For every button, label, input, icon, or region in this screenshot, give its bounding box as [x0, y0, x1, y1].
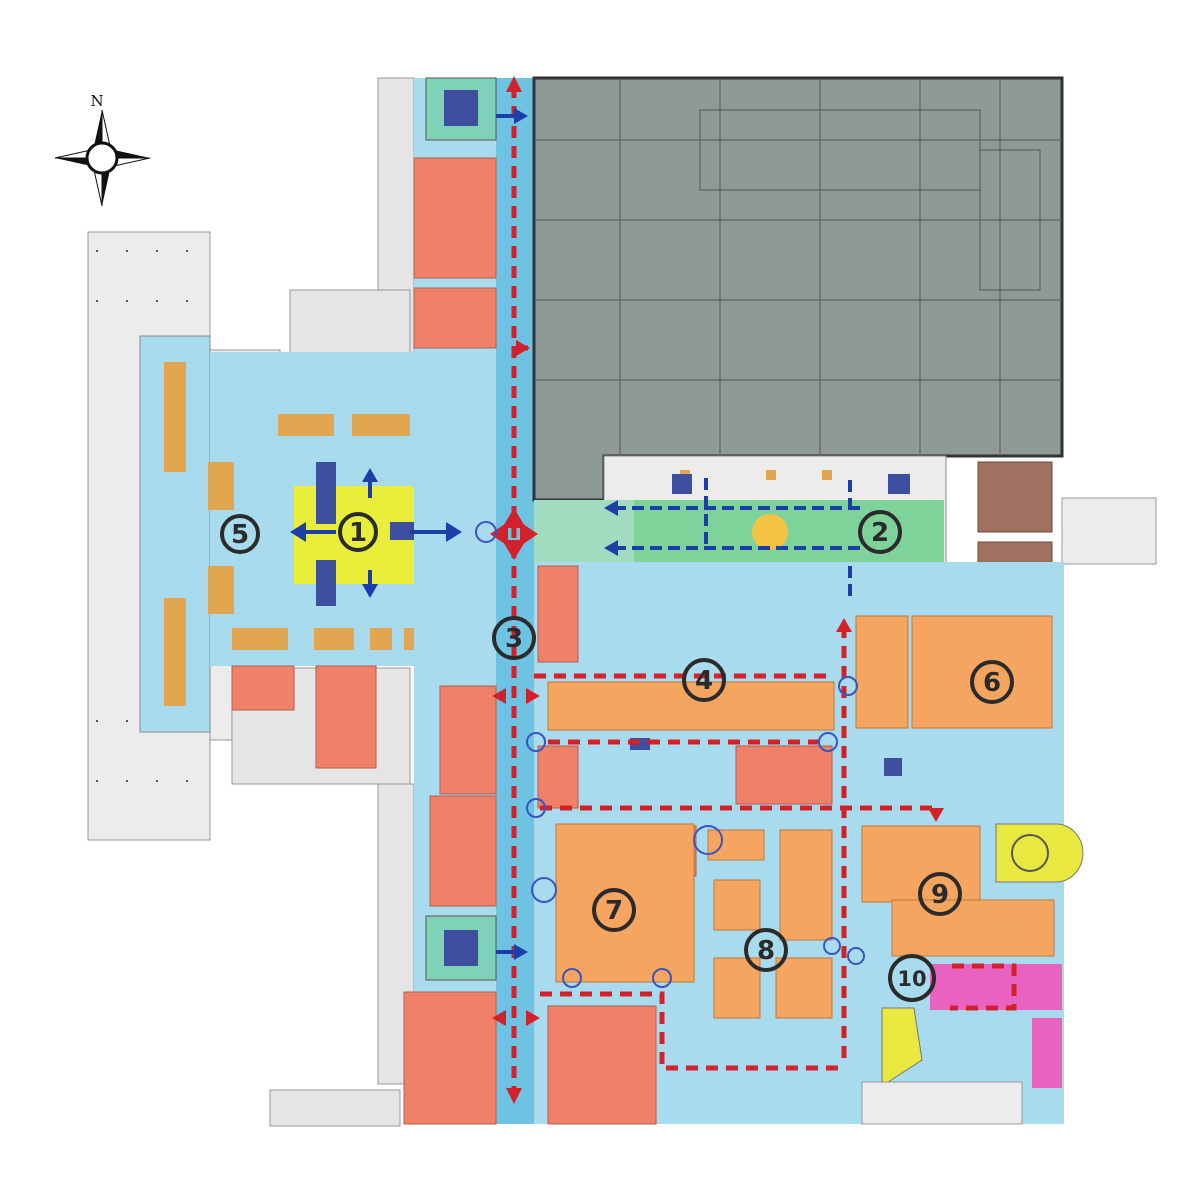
- anchor-store: [532, 76, 1064, 502]
- compass-north-label: N: [90, 92, 103, 110]
- blue-arrows: [290, 108, 618, 960]
- svg-text:4: 4: [695, 666, 713, 696]
- zone-label-1[interactable]: 1: [338, 512, 378, 552]
- escalator-hub-south: [425, 915, 497, 981]
- zone-label-5[interactable]: 5: [220, 514, 260, 554]
- zone-label-10[interactable]: 10: [888, 954, 936, 1002]
- svg-text:5: 5: [231, 520, 249, 550]
- zone-label-3[interactable]: 3: [492, 616, 536, 660]
- south-retail: [534, 562, 1084, 1125]
- atrium-escalators: [316, 462, 414, 606]
- blue-arrow-shafts: [300, 114, 518, 954]
- compass-rose: N: [54, 92, 151, 207]
- svg-text:7: 7: [605, 896, 623, 926]
- zone-label-2[interactable]: 2: [858, 510, 902, 554]
- route-nodes: [475, 521, 865, 988]
- svg-text:1: 1: [349, 518, 367, 548]
- zone-label-7[interactable]: 7: [592, 888, 636, 932]
- svg-text:3: 3: [505, 624, 523, 654]
- svg-text:6: 6: [983, 668, 1001, 698]
- svg-text:2: 2: [871, 518, 889, 548]
- svg-text:10: 10: [897, 967, 926, 991]
- escalator-hub-north: [425, 77, 497, 141]
- svg-text:9: 9: [931, 880, 949, 910]
- zone-label-8[interactable]: 8: [744, 928, 788, 972]
- west-retail: [231, 157, 497, 1125]
- svg-text:8: 8: [757, 936, 775, 966]
- zone-label-6[interactable]: 6: [970, 660, 1014, 704]
- zone-label-9[interactable]: 9: [918, 872, 962, 916]
- zone-label-4[interactable]: 4: [682, 658, 726, 702]
- blue-routes: [614, 478, 862, 600]
- zone-labels: 1 2 3 4 5 6 7 8: [220, 510, 1014, 1002]
- red-arrows: [490, 76, 944, 1104]
